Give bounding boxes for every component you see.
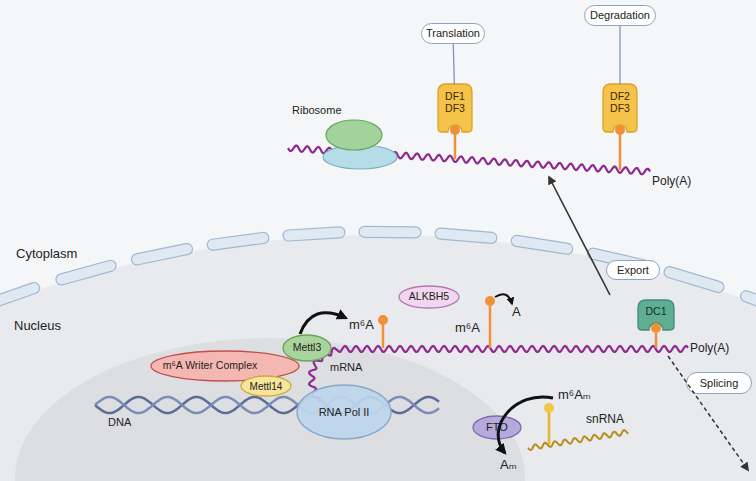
- node-label: Translation: [426, 27, 480, 39]
- m6a-stem: [655, 333, 658, 348]
- poly-a-label: Poly(A): [690, 341, 729, 355]
- m6a-mark: [450, 125, 460, 135]
- m6am-stem: [548, 412, 551, 444]
- node-outline-shape: [603, 84, 637, 132]
- node-label: Splicing: [700, 377, 739, 389]
- membrane-segment: [55, 259, 118, 286]
- writer-subunit: Mettl3: [282, 334, 332, 362]
- reader-protein: DF1 DF3: [438, 84, 472, 132]
- membrane-segment: [435, 228, 498, 244]
- m6am-mark: [544, 403, 554, 413]
- node-label: FTO: [486, 421, 508, 433]
- demethylation-arrow: [495, 294, 512, 304]
- methylation-arrow: [300, 313, 346, 334]
- m6a-stem: [619, 134, 622, 170]
- strand-label: mRNA: [330, 361, 362, 374]
- eraser-enzyme: ALKBH5: [398, 285, 460, 309]
- callout-bubble: Splicing: [686, 372, 752, 394]
- connector-line: [453, 44, 454, 84]
- writer-subunit: Mettl14: [240, 375, 292, 397]
- m6a-mark: [615, 125, 625, 135]
- poly-a-label: Poly(A): [652, 174, 691, 188]
- node-label: Mettl14: [250, 381, 283, 392]
- node-outline-shape: [297, 385, 391, 439]
- connector-line: [619, 26, 620, 84]
- node-label: DF1 DF3: [442, 91, 468, 114]
- nucleotide-label: Aₘ: [500, 457, 517, 473]
- node-label: DC1: [645, 306, 666, 318]
- node-outline-shape: [241, 376, 291, 396]
- node-label: DF2 DF3: [607, 91, 633, 114]
- node-label: Ribosome: [292, 104, 342, 116]
- node-outline-shape: [283, 335, 331, 361]
- node-outline-shape: [473, 416, 521, 439]
- membrane-segment: [739, 289, 756, 321]
- membrane-segment: [0, 281, 41, 312]
- membrane-segment: [359, 226, 421, 238]
- strand-group: [95, 146, 688, 450]
- nucleoplasm-region: [15, 338, 525, 481]
- m6a-stem: [489, 305, 492, 348]
- polymerase: RNA Pol II: [296, 384, 392, 440]
- mrna-strand: [288, 146, 650, 175]
- demethylation-arrow: [498, 397, 553, 453]
- node-label: m⁶A Writer Complex: [163, 360, 258, 372]
- strand-label: snRNA: [586, 412, 624, 426]
- node-label: RNA Pol II: [319, 406, 370, 418]
- region-label: Nucleus: [14, 318, 61, 334]
- modification-label: m⁶A: [349, 317, 374, 333]
- export-arrow: [549, 177, 610, 295]
- callout-bubble: Degradation: [584, 5, 656, 26]
- membrane-segment: [207, 232, 270, 251]
- eraser-enzyme: FTO: [472, 415, 522, 440]
- node-label: Degradation: [590, 9, 650, 21]
- m6a-mark: [378, 315, 388, 325]
- reader-protein: DC1: [638, 300, 674, 330]
- m6a-stem: [454, 134, 457, 159]
- membrane-segment: [283, 227, 346, 242]
- ribosome: Ribosome: [290, 104, 400, 174]
- membrane-segment: [511, 235, 574, 255]
- node-outline-shape: [399, 286, 459, 308]
- ribosome-large-subunit: [326, 120, 382, 150]
- node-label: Mettl3: [293, 342, 322, 354]
- membrane-segment: [663, 265, 726, 293]
- modification-label: m⁶A: [455, 320, 480, 336]
- node-outline-shape: [638, 300, 674, 330]
- reader-protein: DF2 DF3: [603, 84, 637, 132]
- nucleotide-label: A: [512, 304, 521, 320]
- region-label: Cytoplasm: [16, 246, 77, 262]
- callout-bubble: Translation: [421, 23, 485, 44]
- modification-label: m⁶Aₘ: [558, 387, 591, 403]
- node-outline-shape: [438, 84, 472, 132]
- callout-bubble: Export: [606, 260, 660, 280]
- strand-label: DNA: [108, 416, 131, 429]
- membrane-segment: [131, 243, 194, 266]
- node-label: Export: [617, 264, 649, 276]
- m6a-mark: [485, 296, 495, 306]
- splicing-arrow: [668, 356, 748, 470]
- snrna-strand: [528, 430, 628, 450]
- m6a-stem: [382, 324, 385, 348]
- node-label: ALKBH5: [409, 291, 449, 303]
- m6a-mark: [651, 323, 661, 333]
